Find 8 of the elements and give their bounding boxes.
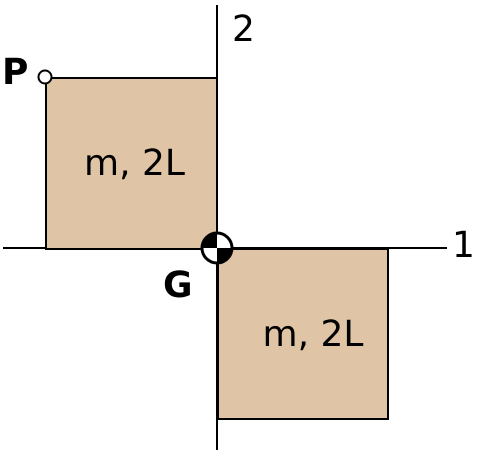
square-body [217, 248, 389, 420]
point-label: P [2, 55, 28, 91]
mass-label: m, 2L [84, 143, 185, 184]
square-body [45, 77, 218, 250]
axis-label: 2 [232, 12, 255, 48]
point-label: G [163, 268, 193, 304]
axis-label: 1 [452, 228, 475, 264]
mass-label: m, 2L [262, 314, 364, 354]
